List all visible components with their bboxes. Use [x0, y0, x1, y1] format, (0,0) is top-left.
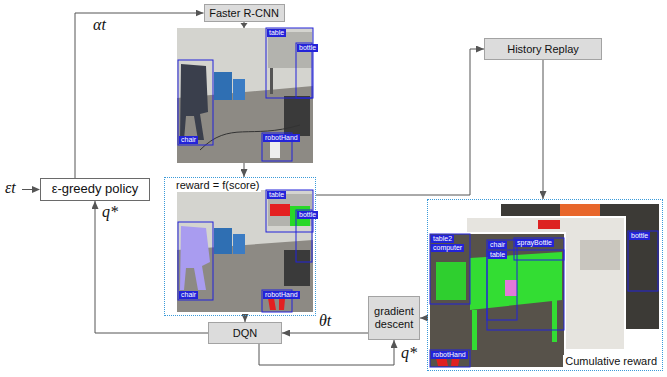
- process-box: History Replay: [484, 38, 602, 60]
- policy-box: ε-greedy policy: [40, 178, 150, 201]
- chair-mask: [180, 226, 210, 290]
- edge-symbol: q*: [400, 345, 418, 361]
- box-text: gradient descent: [372, 305, 416, 330]
- photo-bin: [233, 234, 245, 254]
- photo-bin: [233, 79, 245, 100]
- replay-photo-front: [429, 233, 565, 368]
- detection-tag: sprayBottle: [515, 239, 554, 247]
- detection-box: [487, 240, 517, 320]
- detection-tag: table: [267, 191, 286, 199]
- detection-tag: computer: [431, 244, 464, 252]
- detection-box: [430, 234, 470, 304]
- chair-mask: [436, 262, 466, 300]
- detection-photo: [177, 28, 313, 163]
- table-mask: [552, 300, 557, 342]
- bottle-mask: [505, 280, 517, 296]
- replay-frame: Cumulative reward: [427, 199, 663, 371]
- detection-box: [430, 350, 470, 367]
- detection-box: [487, 250, 564, 330]
- network-box: DQN: [208, 322, 282, 344]
- photo-wall: [177, 28, 313, 163]
- detection-tag: chair: [488, 241, 507, 249]
- detection-tag: bottle: [629, 232, 650, 240]
- photo-object: [538, 220, 560, 229]
- photo-chair: [180, 64, 208, 140]
- input-symbol: εt: [4, 180, 17, 196]
- detection-tag: bottle: [297, 211, 318, 219]
- edge-symbol: θt: [318, 313, 332, 329]
- detection-tag: robotHand: [431, 351, 468, 359]
- table-mask: [270, 204, 290, 216]
- photo-object: [580, 240, 620, 270]
- box-text: ε-greedy policy: [52, 182, 139, 197]
- detection-tag: table2: [431, 235, 454, 243]
- photo-bin: [214, 72, 232, 100]
- process-box: gradient descent: [368, 296, 420, 340]
- detection-box: [628, 231, 658, 291]
- detection-box: [266, 28, 313, 98]
- detection-box: [178, 60, 213, 145]
- detection-box: [178, 222, 213, 300]
- detection-tag: chair: [179, 291, 198, 299]
- detection-tag: chair: [179, 136, 198, 144]
- photo-cable: [200, 125, 300, 150]
- photo-bags: [284, 250, 310, 286]
- box-text: History Replay: [507, 43, 579, 56]
- detection-tag: robotHand: [263, 291, 300, 299]
- photo-bags: [284, 96, 310, 136]
- box-text: Cumulative reward: [563, 355, 659, 368]
- edge-symbol: αt: [92, 17, 107, 33]
- box-text: Faster R-CNN: [209, 7, 279, 20]
- input-arrowhead: [32, 186, 40, 193]
- table-mask: [470, 252, 562, 310]
- detection-tag: table: [488, 251, 507, 259]
- input-arrow: [22, 189, 33, 190]
- photo-wall: [177, 190, 313, 312]
- flow-arrow: [282, 333, 368, 334]
- photo-table-leg: [270, 68, 273, 94]
- table-mask: [472, 310, 477, 350]
- photo-robot-hand: [270, 142, 280, 158]
- photo-bin: [214, 228, 232, 254]
- robot-hand-mask: [268, 298, 285, 310]
- detection-tag: robotHand: [263, 134, 300, 142]
- model-box: Faster R-CNN: [204, 4, 285, 22]
- flow-arrow: [543, 60, 544, 199]
- detection-box: [514, 238, 564, 260]
- image-arrowhead: [241, 23, 248, 28]
- flow-arrow: [316, 49, 484, 195]
- flow-arrow: [420, 318, 427, 319]
- detection-tag: table: [267, 29, 286, 37]
- detection-tag: bottle: [297, 44, 318, 52]
- photo-object: [560, 204, 600, 216]
- reward-photo: [177, 190, 313, 312]
- box-text: DQN: [233, 327, 257, 340]
- box-text: reward = f(score): [174, 179, 261, 192]
- edge-symbol: q*: [101, 204, 119, 220]
- replay-stack: [429, 203, 660, 368]
